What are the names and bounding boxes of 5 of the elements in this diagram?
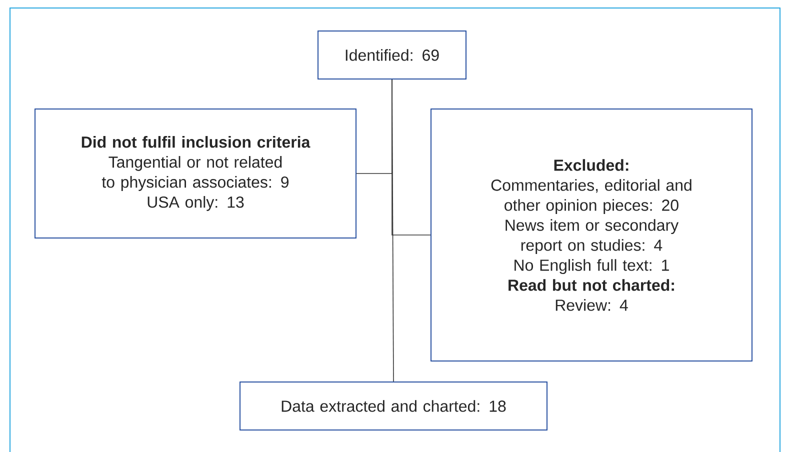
flow-box: Excluded: Commentaries, editorial and other opinion pieces: 20 News item or secondary report on studies: 4 No English full text: 1 Read but not charted: Review: 4 <box>430 108 752 362</box>
flow-box: Data extracted and charted: 18 <box>240 382 548 430</box>
flow-box: Identified: 69 <box>318 30 466 80</box>
connector-line <box>392 79 394 382</box>
flow-box: Did not fulfil inclusion criteria Tangential or not related to physician associates: 9 USA only: 13 <box>34 108 356 238</box>
